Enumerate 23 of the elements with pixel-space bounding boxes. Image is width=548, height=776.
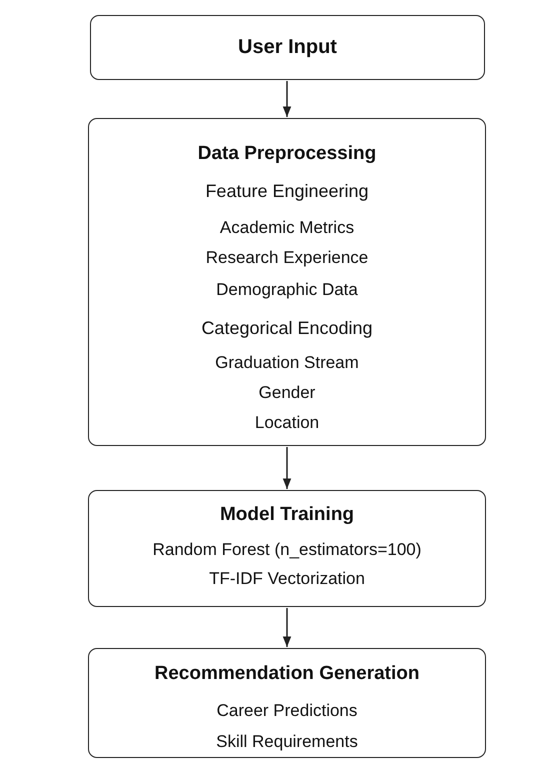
process-box xyxy=(88,490,486,607)
process-box xyxy=(88,118,486,446)
box-text: Academic Metrics xyxy=(218,217,356,239)
box-heading: User Input xyxy=(237,36,338,58)
box-text: Random Forest (n_estimators=100) xyxy=(152,539,422,561)
box-text: TF-IDF Vectorization xyxy=(208,568,366,590)
box-heading: Model Training xyxy=(218,504,356,526)
box-heading: Data Preprocessing xyxy=(196,143,378,165)
box-text: Location xyxy=(254,412,320,434)
box-text: Career Predictions xyxy=(216,700,358,722)
box-text: Categorical Encoding xyxy=(200,317,374,339)
box-text: Graduation Stream xyxy=(214,352,360,374)
box-heading: Recommendation Generation xyxy=(154,663,420,685)
arrow xyxy=(282,447,292,489)
box-text: Research Experience xyxy=(204,247,370,269)
box-text: Skill Requirements xyxy=(215,731,359,753)
arrow xyxy=(282,608,292,647)
box-text: Feature Engineering xyxy=(204,180,370,202)
arrow xyxy=(282,81,292,117)
box-text: Demographic Data xyxy=(215,279,359,301)
process-box xyxy=(90,15,485,80)
box-text: Gender xyxy=(258,382,316,404)
process-box xyxy=(88,648,486,758)
